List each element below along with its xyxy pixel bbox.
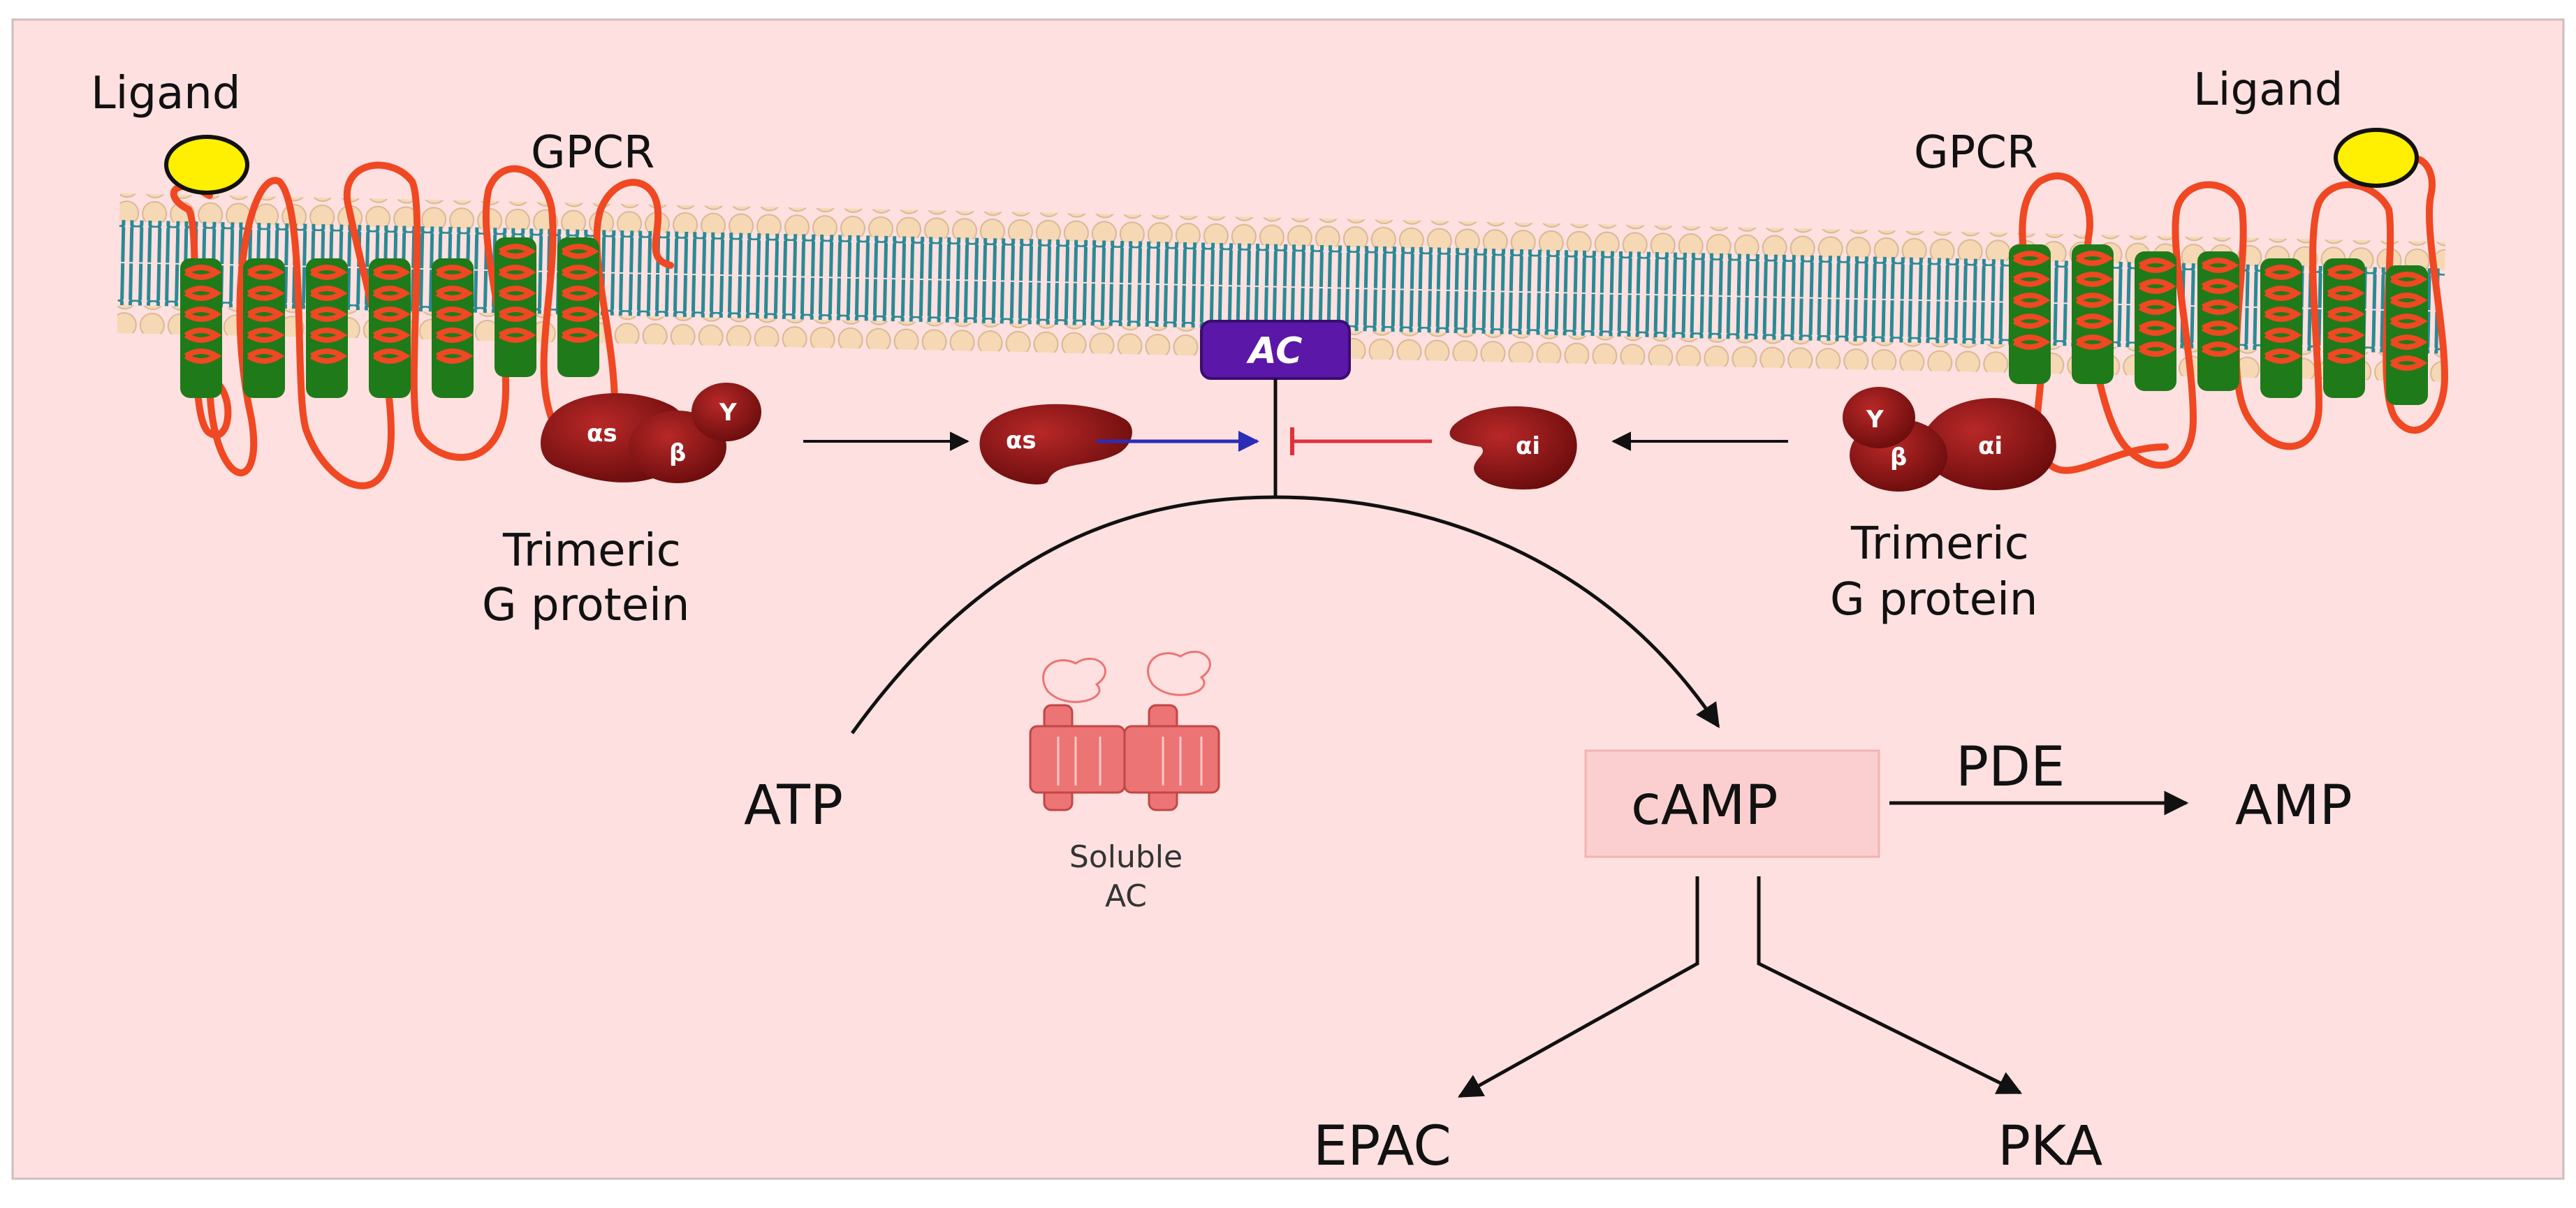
soluble-ac: Soluble AC <box>1029 651 1220 914</box>
soluble-ac-label-line2: AC <box>1105 878 1147 914</box>
gpcr-left-helices <box>180 237 599 398</box>
amp-label: AMP <box>2235 774 2352 837</box>
pka-label: PKA <box>1998 1115 2102 1178</box>
ligand-left <box>164 135 249 195</box>
free-alpha-s: αs <box>979 404 1132 485</box>
gi-beta-label: β <box>1890 443 1907 471</box>
membrane-inner-tails <box>117 263 2444 354</box>
gi-alpha-subunit <box>1919 398 2056 490</box>
membrane-outer-tails <box>118 219 2445 311</box>
gi-alpha-label: αi <box>1978 432 2003 460</box>
ligand-left-label: Ligand <box>91 68 240 119</box>
gpcr-right-label: GPCR <box>1914 127 2037 179</box>
gi-gamma-label: Y <box>1866 406 1884 434</box>
trimeric-left-label-line1: Trimeric <box>502 525 681 577</box>
gpcr-right-helices <box>2009 244 2428 405</box>
trimeric-g-protein-right: Y β αi <box>1843 387 2056 492</box>
membrane-outer-heads <box>119 193 2446 270</box>
soluble-ac-ligand-right <box>1147 651 1211 696</box>
gpcr-left-label: GPCR <box>531 127 654 179</box>
adenylyl-cyclase: AC <box>1200 320 1351 497</box>
branch-line-pka <box>1757 876 2023 1095</box>
conversion-arc-atp-camp <box>850 495 1720 735</box>
branch-line-epac <box>1457 876 1699 1098</box>
pde-label: PDE <box>1956 736 2065 799</box>
soluble-ac-label-line1: Soluble <box>1069 839 1183 875</box>
gs-gamma-subunit <box>691 383 761 441</box>
gpcr-right <box>2009 128 2449 474</box>
ligand-right-label: Ligand <box>2193 64 2343 116</box>
free-alpha-s-label: αs <box>1006 427 1037 455</box>
gs-gamma-label: Y <box>719 399 737 427</box>
gpcr-left <box>164 135 674 489</box>
ligand-right <box>2334 128 2419 188</box>
free-alpha-i: αi <box>1449 406 1577 489</box>
trimeric-left-label-line2: G protein <box>482 580 689 631</box>
soluble-ac-ligand-left <box>1042 658 1106 703</box>
epac-label: EPAC <box>1313 1115 1451 1178</box>
atp-label: ATP <box>744 774 843 837</box>
trimeric-g-protein-left: αs β Y <box>541 383 761 483</box>
free-alpha-i-label: αi <box>1516 432 1540 460</box>
gpcr-right-loop <box>2019 155 2449 474</box>
camp-box <box>1584 749 1880 858</box>
background-panel <box>11 18 2565 1180</box>
camp-label: cAMP <box>1631 774 1778 837</box>
gs-beta-label: β <box>669 439 686 467</box>
trimeric-right-label-line2: G protein <box>1830 574 2037 626</box>
trimeric-right-label-line1: Trimeric <box>1850 518 2029 570</box>
gi-gamma-subunit <box>1843 387 1915 448</box>
ac-label: AC <box>1246 330 1303 372</box>
gs-alpha-label: αs <box>587 420 617 448</box>
